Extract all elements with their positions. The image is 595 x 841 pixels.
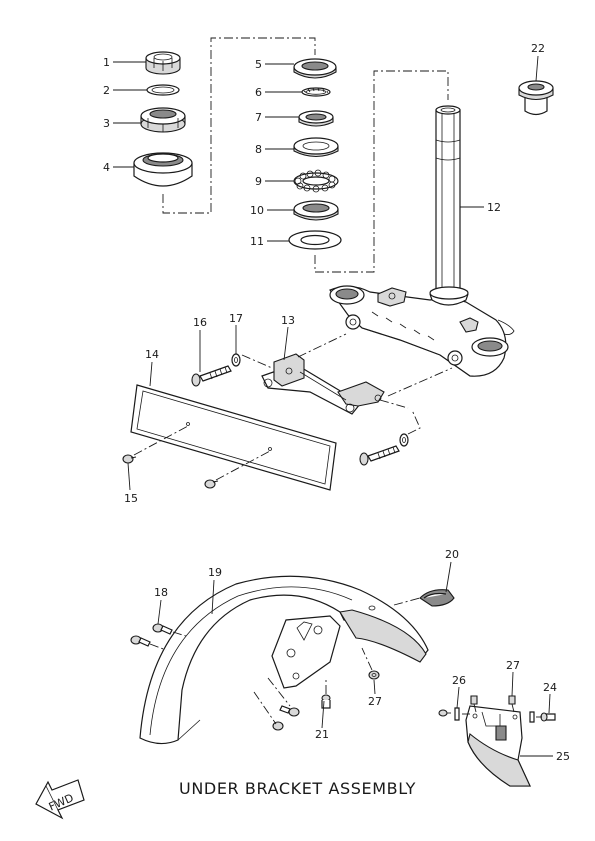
callout-11: 11 [250, 235, 264, 248]
part-11-dust-seal [288, 230, 342, 250]
callout-8: 8 [255, 143, 262, 156]
part-12-under-bracket [329, 285, 515, 377]
part-17-washer [231, 353, 241, 367]
part-bolt-fender-a [279, 705, 300, 717]
part-2-washer [146, 84, 180, 96]
part-16-bolt-lower [359, 445, 400, 466]
callout-24: 24 [543, 681, 557, 694]
callout-3: 3 [103, 117, 110, 130]
part-27-nut-a [470, 695, 478, 705]
part-14-license-plate [130, 384, 337, 491]
callout-13: 13 [281, 314, 295, 327]
callout-25: 25 [556, 750, 570, 763]
part-12-steering-stem [435, 105, 461, 291]
part-26-grommet [454, 707, 460, 721]
part-18-bolt [152, 623, 173, 635]
callout-22: 22 [531, 42, 545, 55]
callout-17: 17 [229, 312, 243, 325]
callout-18: 18 [154, 586, 168, 599]
callout-21: 21 [315, 728, 329, 741]
part-8-bearing-race [293, 137, 339, 158]
diagram-title: UNDER BRACKET ASSEMBLY [179, 779, 416, 798]
part-9-ball-bearing [293, 169, 339, 193]
callout-14: 14 [145, 348, 159, 361]
callout-leaders [113, 55, 553, 757]
part-18-bolt-b [130, 635, 151, 647]
part-16-bolt [191, 365, 232, 387]
part-15-screw [122, 454, 137, 464]
assembly-lines [133, 37, 542, 725]
part-22-steering-cap [518, 80, 554, 116]
callout-7: 7 [255, 111, 262, 124]
callout-20: 20 [445, 548, 459, 561]
part-25-mud-guard [465, 705, 531, 787]
part-27-nut [368, 670, 380, 680]
callout-4: 4 [103, 161, 110, 174]
part-bolt-fender-b [272, 721, 284, 731]
callout-27-right: 27 [506, 659, 520, 672]
part-bolt-guard-left [438, 709, 451, 717]
callout-10: 10 [250, 204, 264, 217]
part-24-bolt [540, 712, 556, 722]
callout-labels: 1 2 3 4 5 6 7 8 9 10 11 12 13 14 15 16 1… [103, 42, 570, 763]
callout-9: 9 [255, 175, 262, 188]
callout-15: 15 [124, 492, 138, 505]
part-3-upper-cover [140, 107, 186, 133]
part-4-dust-seal [133, 152, 193, 187]
callout-2: 2 [103, 84, 110, 97]
callout-5: 5 [255, 58, 262, 71]
part-15-screw-b [204, 479, 219, 489]
part-6-ball-race [301, 87, 331, 97]
callout-27-left: 27 [368, 695, 382, 708]
part-10-bearing-race [293, 200, 339, 221]
callout-1: 1 [103, 56, 110, 69]
callout-12: 12 [487, 201, 501, 214]
callout-26: 26 [452, 674, 466, 687]
callout-6: 6 [255, 86, 262, 99]
part-27-nut-b [508, 695, 516, 705]
part-24-grommet [529, 711, 535, 723]
part-13-plate-bracket [261, 353, 385, 415]
part-5-bearing-cover [293, 58, 337, 79]
callout-16: 16 [193, 316, 207, 329]
part-7-bearing-race [298, 110, 334, 127]
callout-19: 19 [208, 566, 222, 579]
part-17-washer-lower [399, 433, 409, 447]
part-1-ring-nut [145, 51, 181, 75]
part-20-reflector [419, 589, 455, 607]
part-19-front-fender [139, 575, 429, 745]
